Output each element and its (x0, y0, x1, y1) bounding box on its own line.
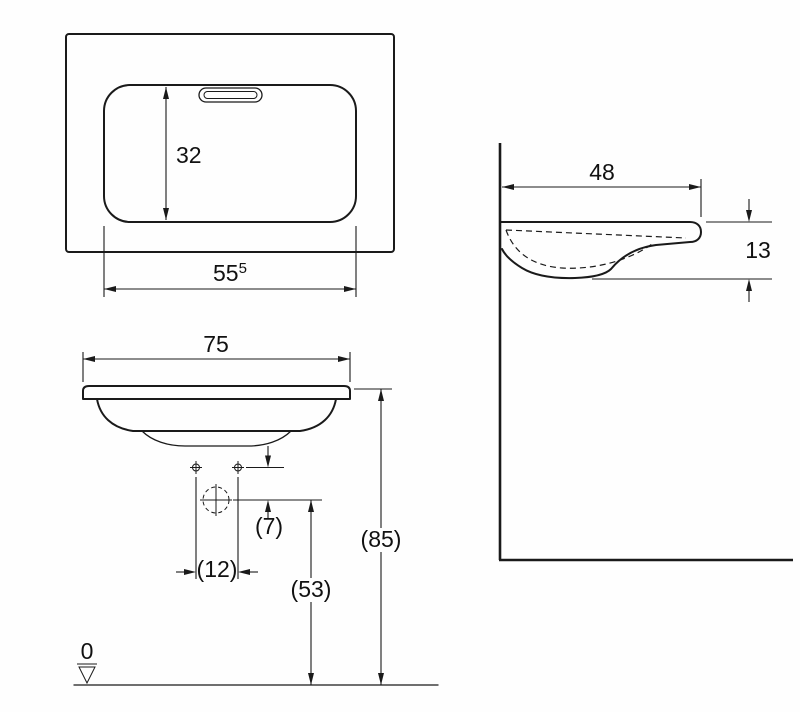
dimension-holes-to-drain: (7) (255, 446, 283, 539)
datum-triangle-icon (78, 666, 96, 685)
arrow-left-icon (238, 569, 250, 575)
dim-label-holes-to-drain: (7) (255, 513, 283, 539)
drain-mark (200, 484, 232, 516)
tap-hole-mark-right (232, 461, 244, 474)
arrow-down-icon (746, 210, 752, 222)
front-view: 75 (7) (73, 331, 439, 686)
datum-symbol: 0 (77, 638, 97, 685)
arrow-down-icon (378, 673, 384, 685)
arrow-left-icon (104, 286, 116, 292)
basin-bowl-lower-outline (141, 430, 292, 447)
basin-slab-front-outline (82, 385, 351, 400)
dim-label-overall-width: 75 (203, 331, 229, 357)
datum-label: 0 (81, 638, 94, 664)
basin-side-outline (500, 221, 702, 280)
arrow-down-icon (163, 208, 169, 220)
overflow-slot-outer (198, 87, 263, 103)
basin-hidden-bowl-line (505, 229, 653, 269)
arrow-right-icon (184, 569, 196, 575)
overflow-slot-inner (203, 91, 258, 99)
dimension-basin-depth: 32 (163, 87, 202, 220)
arrow-up-icon (308, 500, 314, 512)
dimension-basin-width: 555 (103, 226, 357, 297)
arrow-right-icon (344, 286, 356, 292)
dimension-front-height: 13 (592, 199, 772, 302)
arrow-up-icon (265, 500, 271, 512)
arrow-up-icon (746, 279, 752, 291)
arrow-down-icon (265, 455, 271, 468)
basin-hidden-rim-line (505, 229, 687, 239)
dimension-rim-height: (85) (354, 388, 405, 685)
dimension-overall-width: 75 (82, 331, 351, 382)
basin-rim-outline (103, 84, 357, 223)
arrow-down-icon (308, 673, 314, 685)
dim-label-drain-height: (53) (291, 576, 332, 602)
tap-hole-mark-left (190, 461, 202, 474)
arrow-left-icon (83, 356, 95, 362)
dimension-tap-hole-spacing: (12) (176, 477, 258, 582)
dim-label-basin-depth: 32 (176, 142, 202, 168)
arrow-right-icon (689, 184, 701, 190)
basin-bowl-outer-outline (96, 398, 337, 432)
dimension-overall-depth: 48 (502, 159, 702, 217)
top-view: 32 555 (65, 33, 395, 297)
countertop-outline (65, 33, 395, 253)
arrow-up-icon (378, 389, 384, 401)
arrow-up-icon (163, 87, 169, 99)
arrow-left-icon (502, 184, 514, 190)
dim-label-tap-hole-spacing: (12) (197, 556, 238, 582)
arrow-right-icon (338, 356, 350, 362)
dim-label-basin-width: 555 (213, 260, 247, 286)
dimension-drain-height: (53) (288, 500, 335, 685)
dim-label-rim-height: (85) (361, 526, 402, 552)
dim-label-overall-depth: 48 (589, 159, 615, 185)
dim-label-front-height: 13 (745, 237, 771, 263)
side-view: 48 13 (498, 143, 793, 562)
